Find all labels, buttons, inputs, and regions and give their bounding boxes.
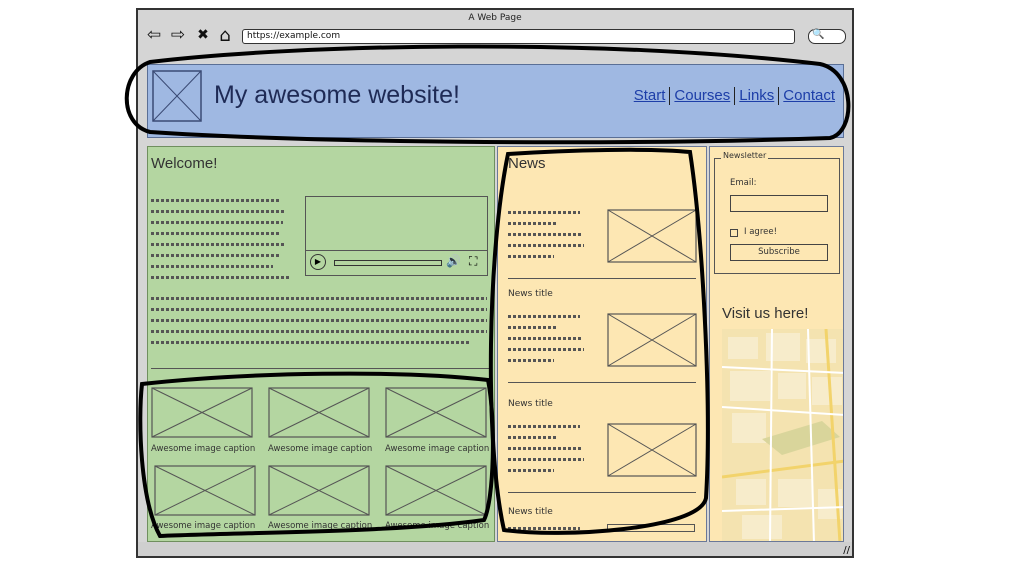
image-placeholder-icon: [151, 387, 253, 438]
image-caption: Awesome image caption: [268, 521, 373, 531]
text-line: [151, 199, 281, 202]
image-placeholder-icon: [607, 423, 697, 477]
image-caption: Awesome image caption: [385, 521, 490, 531]
divider: [508, 492, 696, 493]
image-placeholder-icon: [607, 313, 697, 367]
text-line: [151, 210, 285, 213]
image-caption: Awesome image caption: [268, 444, 373, 454]
text-line: [151, 254, 281, 257]
text-line: [151, 330, 487, 333]
text-line: [508, 315, 580, 318]
divider: [508, 382, 696, 383]
text-line: [508, 527, 580, 530]
image-placeholder-icon: [268, 465, 370, 516]
agree-checkbox[interactable]: [730, 229, 738, 237]
text-line: [508, 469, 554, 472]
image-caption: Awesome image caption: [151, 521, 256, 531]
search-box[interactable]: 🔍: [808, 29, 846, 44]
video-progress-bar[interactable]: [334, 260, 442, 266]
newsletter-form: Newsletter: [714, 151, 840, 274]
fullscreen-icon[interactable]: ⛶: [469, 254, 478, 268]
text-line: [151, 232, 279, 235]
text-line: [151, 319, 487, 322]
back-icon[interactable]: ⇦: [146, 25, 162, 45]
news-item-title[interactable]: News title: [508, 399, 553, 409]
search-icon: 🔍: [812, 29, 825, 40]
volume-icon[interactable]: 🔊: [446, 254, 461, 268]
video-player[interactable]: ▶ 🔊 ⛶: [305, 196, 488, 276]
video-controls: ▶ 🔊 ⛶: [306, 250, 487, 275]
text-line: [508, 447, 582, 450]
agree-label: I agree!: [744, 227, 777, 237]
text-line: [508, 326, 558, 329]
visit-heading: Visit us here!: [722, 305, 809, 322]
image-placeholder-icon: [385, 387, 487, 438]
status-bar: //: [138, 542, 852, 556]
email-field[interactable]: [730, 195, 828, 212]
text-line: [508, 359, 554, 362]
play-icon[interactable]: ▶: [310, 254, 326, 270]
text-line: [508, 233, 582, 236]
site-title: My awesome website!: [214, 81, 460, 109]
site-header: My awesome website! Start Courses Links …: [147, 64, 844, 138]
resize-grip-icon[interactable]: //: [843, 545, 850, 556]
text-line: [151, 243, 285, 246]
text-line: [151, 308, 487, 311]
news-item-title[interactable]: News title: [508, 507, 553, 517]
text-line: [508, 255, 554, 258]
image-placeholder-icon: [607, 209, 697, 263]
close-icon[interactable]: ✖: [197, 27, 209, 43]
image-placeholder-icon: [607, 524, 695, 532]
text-line: [508, 348, 584, 351]
image-caption: Awesome image caption: [385, 444, 490, 454]
text-line: [508, 211, 580, 214]
image-placeholder-icon: [385, 465, 487, 516]
text-line: [508, 222, 558, 225]
text-line: [151, 341, 471, 344]
image-placeholder-icon: [268, 387, 370, 438]
newsletter-legend: Newsletter: [721, 151, 769, 160]
sidebar-section: Newsletter Email: I agree! Subscribe Vis…: [709, 146, 844, 542]
home-icon[interactable]: ⌂: [219, 24, 231, 46]
map-image[interactable]: [722, 329, 844, 542]
forward-icon[interactable]: ⇨: [170, 25, 186, 45]
address-bar[interactable]: https://example.com: [242, 29, 795, 44]
divider: [151, 368, 489, 369]
news-section: News News title News title News title: [497, 146, 707, 542]
menu-link-links[interactable]: Links: [739, 87, 775, 104]
text-line: [508, 337, 582, 340]
text-line: [151, 265, 273, 268]
main-menu: Start Courses Links Contact: [630, 87, 839, 105]
image-caption: Awesome image caption: [151, 444, 256, 454]
news-heading: News: [508, 155, 546, 172]
menu-link-contact[interactable]: Contact: [783, 87, 835, 104]
text-line: [151, 297, 487, 300]
text-line: [151, 221, 283, 224]
subscribe-button[interactable]: Subscribe: [730, 244, 828, 261]
image-placeholder-icon: [154, 465, 256, 516]
text-line: [508, 458, 584, 461]
text-line: [508, 244, 584, 247]
news-item-title[interactable]: News title: [508, 289, 553, 299]
welcome-heading: Welcome!: [151, 155, 218, 172]
text-line: [508, 425, 580, 428]
text-line: [151, 276, 289, 279]
menu-link-start[interactable]: Start: [633, 87, 666, 104]
text-line: [508, 436, 558, 439]
welcome-section: Welcome! ▶ 🔊 ⛶ Awesome image caption Awe…: [147, 146, 495, 542]
window-title: A Web Page: [468, 13, 522, 23]
menu-link-courses[interactable]: Courses: [674, 87, 731, 104]
email-label: Email:: [730, 178, 757, 188]
divider: [508, 278, 696, 279]
logo-placeholder-icon: [152, 70, 202, 122]
